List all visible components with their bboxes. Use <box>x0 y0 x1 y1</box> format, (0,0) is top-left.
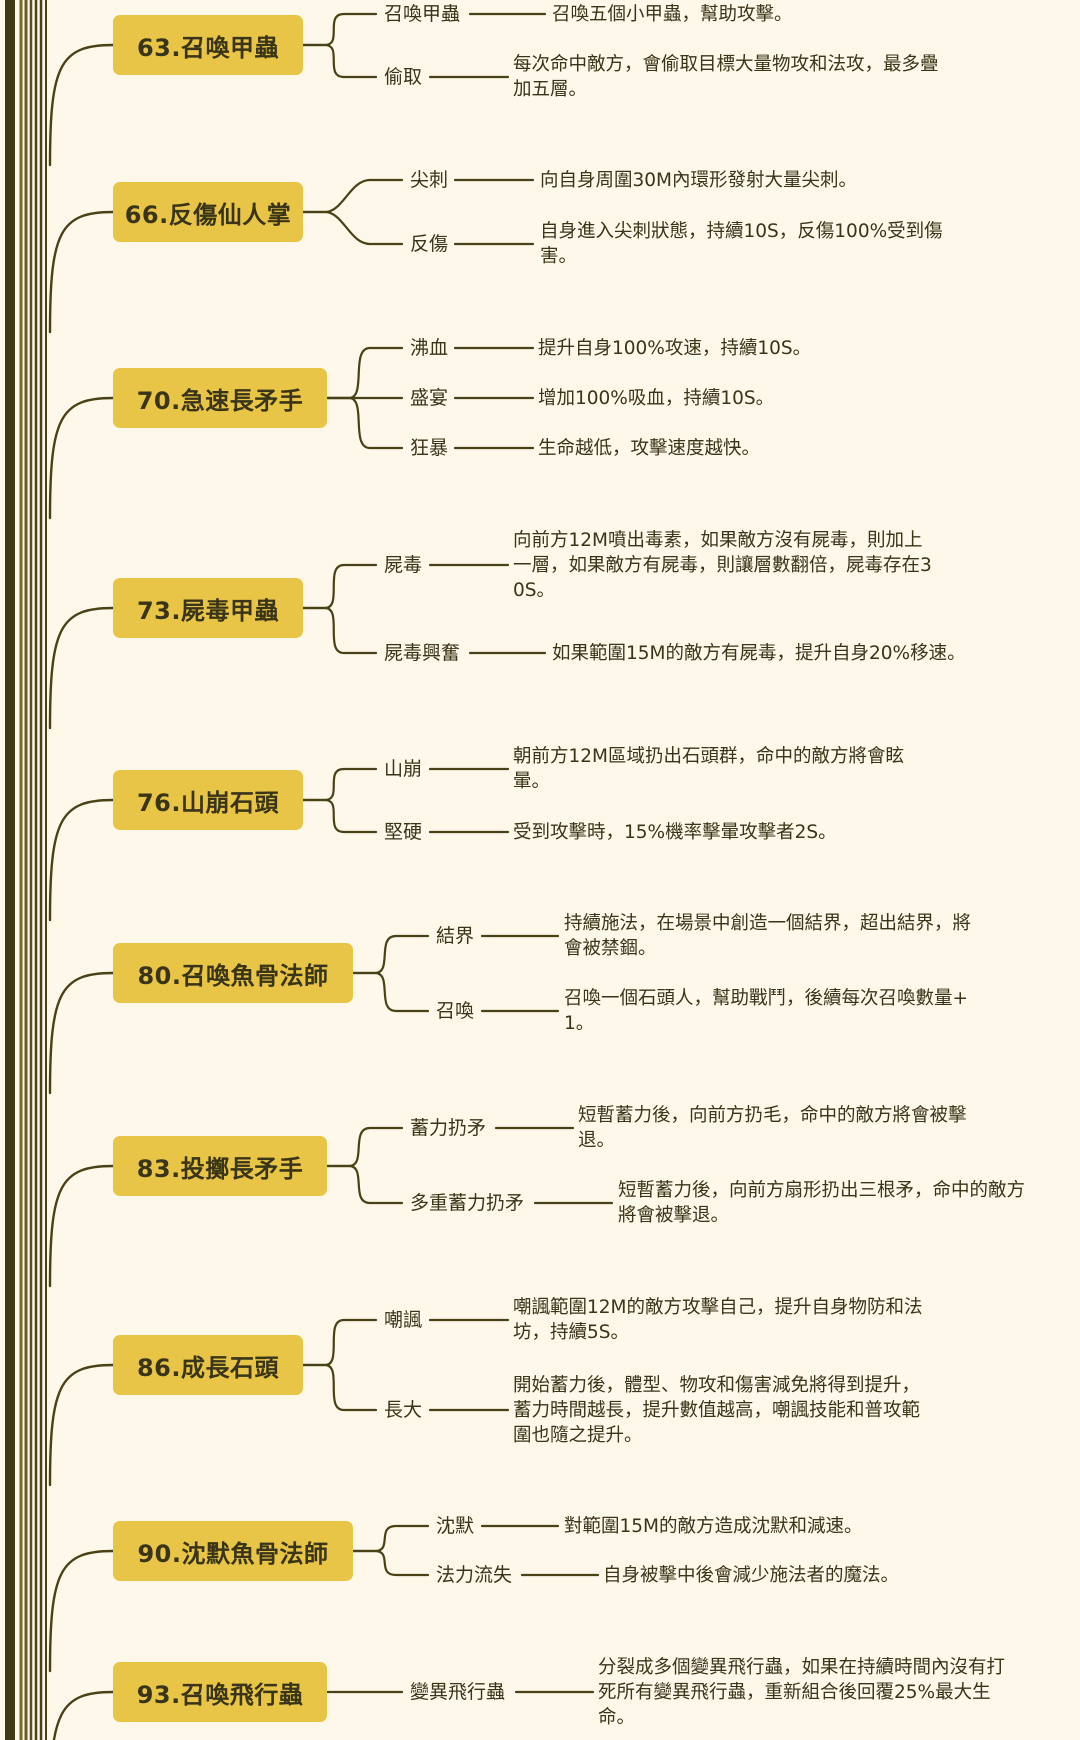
skill-description: 嘲諷範圍12M的敵方攻擊自己，提升自身物防和法坊，持續5S。 <box>513 1297 923 1343</box>
branch-line <box>301 606 378 655</box>
skill-label: 屍毒 <box>384 554 423 576</box>
skill-description: 召喚一個石頭人，幫助戰鬥，後續每次召喚數量+1。 <box>564 988 969 1034</box>
node-connector <box>48 1549 115 1673</box>
branch-line <box>325 396 404 450</box>
skill-label: 尖刺 <box>410 169 449 191</box>
skill-label: 盛宴 <box>410 387 449 409</box>
node-connector <box>48 1363 115 1487</box>
branch-line <box>325 1164 404 1205</box>
topic-node[interactable]: 73.屍毒甲蟲 <box>113 578 303 638</box>
skill-description: 增加100%吸血，持續10S。 <box>538 387 775 409</box>
skill-description: 朝前方12M區域扔出石頭群，命中的敵方將會眩暈。 <box>513 746 905 792</box>
branch-line <box>301 178 404 214</box>
topic-node[interactable]: 80.召喚魚骨法師 <box>113 943 353 1003</box>
skill-label: 法力流失 <box>436 1564 513 1586</box>
skill-description: 向前方12M噴出毒素，如果敵方沒有屍毒，則加上一層，如果敵方有屍毒，則讓層數翻倍… <box>513 529 932 601</box>
skill-description: 短暫蓄力後，向前方扇形扔出三根矛，命中的敵方將會被擊退。 <box>618 1180 1026 1226</box>
topic-node[interactable]: 86.成長石頭 <box>113 1335 303 1395</box>
skill-label: 變異飛行蟲 <box>410 1681 506 1703</box>
skill-label: 多重蓄力扔矛 <box>410 1192 525 1214</box>
node-connector <box>48 396 115 520</box>
skill-label: 蓄力扔矛 <box>410 1117 487 1139</box>
branch-line <box>351 934 430 975</box>
branch-line <box>351 971 430 1013</box>
branch-line <box>351 1549 430 1577</box>
skill-label: 嘲諷 <box>384 1309 423 1331</box>
skill-label: 結界 <box>436 925 475 947</box>
node-connector <box>48 1164 115 1288</box>
skill-description: 召喚五個小甲蟲，幫助攻擊。 <box>552 3 793 25</box>
topic-node[interactable]: 90.沈默魚骨法師 <box>113 1521 353 1581</box>
branch-line <box>301 210 404 246</box>
skill-description: 每次命中敵方，會偷取目標大量物攻和法攻，最多疊加五層。 <box>513 54 939 100</box>
skill-description: 分裂成多個變異飛行蟲，如果在持續時間內沒有打死所有變異飛行蟲，重新組合後回覆25… <box>598 1656 1006 1728</box>
skill-description: 如果範圍15M的敵方有屍毒，提升自身20%移速。 <box>552 642 966 664</box>
topic-node[interactable]: 83.投擲長矛手 <box>113 1136 327 1196</box>
skill-description: 持續施法，在場景中創造一個結界，超出結界，將會被禁錮。 <box>564 913 972 959</box>
branch-line <box>301 1363 378 1412</box>
node-connector <box>48 798 115 922</box>
branch-line <box>301 12 378 47</box>
skill-label: 長大 <box>384 1399 423 1421</box>
node-connector <box>48 606 115 730</box>
topic-node[interactable]: 66.反傷仙人掌 <box>113 182 303 242</box>
branch-line <box>351 1524 430 1553</box>
skill-label: 召喚甲蟲 <box>384 3 461 25</box>
skill-label: 偷取 <box>384 66 423 88</box>
branch-line <box>301 767 378 802</box>
skill-label: 山崩 <box>384 758 423 780</box>
skill-label: 狂暴 <box>410 437 449 459</box>
skill-description: 向自身周圍30M內環形發射大量尖刺。 <box>540 169 858 191</box>
branch-line <box>301 1318 378 1367</box>
topic-node[interactable]: 76.山崩石頭 <box>113 770 303 830</box>
skill-description: 自身被擊中後會減少施法者的魔法。 <box>603 1564 900 1586</box>
skill-description: 自身進入尖刺狀態，持續10S，反傷100%受到傷害。 <box>540 221 943 267</box>
branch-line <box>325 1126 404 1168</box>
branch-line <box>325 346 404 400</box>
skill-description: 受到攻擊時，15%機率擊暈攻擊者2S。 <box>513 821 837 843</box>
skill-label: 沸血 <box>410 337 449 359</box>
node-connector <box>52 1690 115 1740</box>
branch-line <box>301 563 378 610</box>
skill-label: 召喚 <box>436 1000 475 1022</box>
branch-line <box>301 798 378 834</box>
skill-description: 開始蓄力後，體型、物攻和傷害減免將得到提升，蓄力時間越長，提升數值越高，嘲諷技能… <box>513 1374 921 1446</box>
topic-node[interactable]: 63.召喚甲蟲 <box>113 15 303 75</box>
skill-label: 沈默 <box>436 1515 475 1537</box>
node-connector <box>48 971 115 1095</box>
skill-label: 堅硬 <box>384 821 423 843</box>
skill-description: 提升自身100%攻速，持續10S。 <box>538 337 812 359</box>
skill-description: 短暫蓄力後，向前方扔毛，命中的敵方將會被擊退。 <box>578 1105 967 1151</box>
skill-description: 生命越低，攻擊速度越快。 <box>538 437 761 459</box>
node-connector <box>48 43 115 167</box>
skill-label: 屍毒興奮 <box>384 642 461 664</box>
topic-node[interactable]: 93.召喚飛行蟲 <box>113 1662 327 1722</box>
branch-line <box>301 43 378 79</box>
skill-description: 對範圍15M的敵方造成沈默和減速。 <box>564 1515 863 1537</box>
skill-label: 反傷 <box>410 233 449 255</box>
topic-node[interactable]: 70.急速長矛手 <box>113 368 327 428</box>
node-connector <box>48 210 115 334</box>
